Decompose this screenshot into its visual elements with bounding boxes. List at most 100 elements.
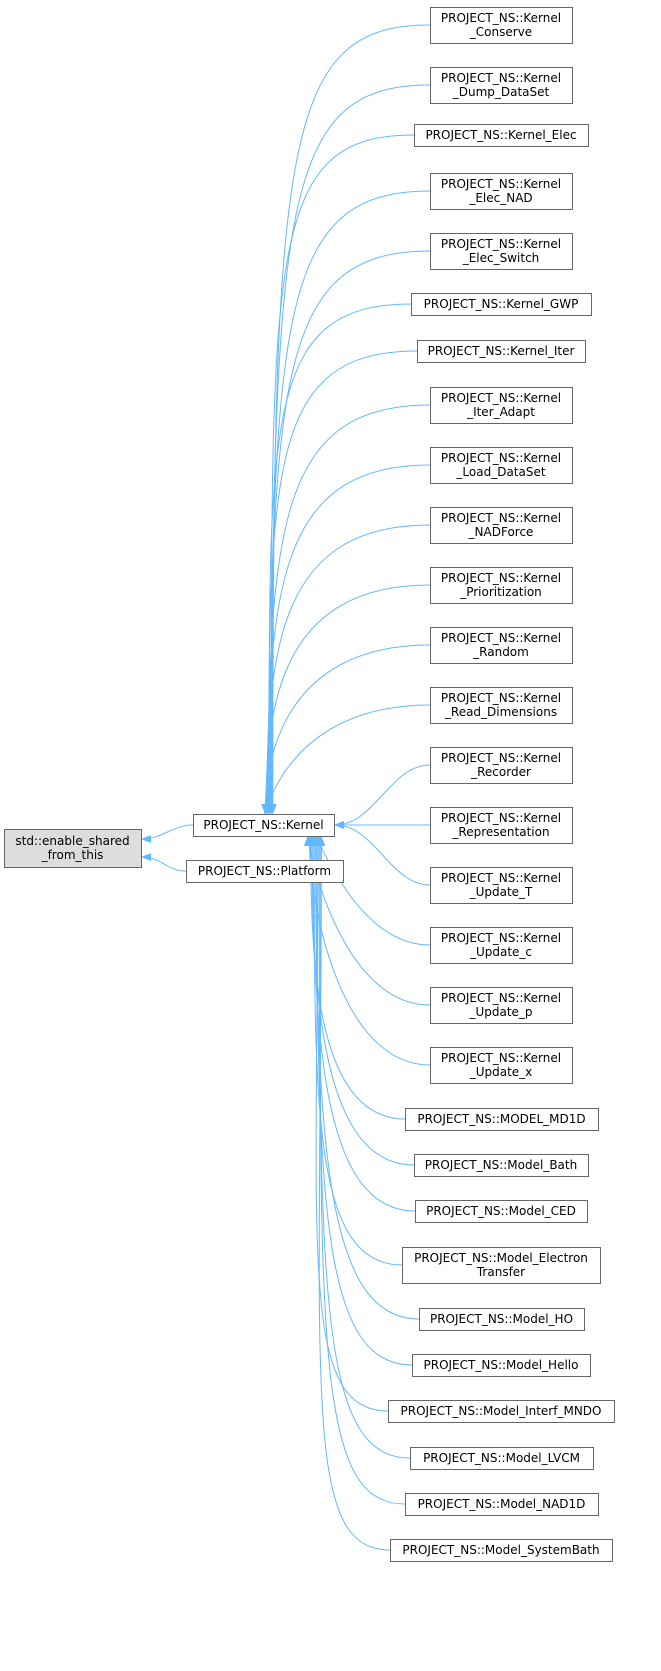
edge-project-ns-kernel-nadforce-to-kernel [262,524,431,814]
edge-project-ns-kernel-elec-switch-to-kernel [266,250,431,814]
node-project-ns-model-ho[interactable]: PROJECT_NS::Model_HO [419,1308,585,1331]
node-label: PROJECT_NS::Model_Interf_MNDO [401,1404,602,1418]
node-project-ns-kernel-random[interactable]: PROJECT_NS::Kernel_Random [430,627,573,664]
node-box [390,1539,613,1562]
node-box [430,233,573,270]
node-box [430,807,573,844]
node-project-ns-kernel-prioritization[interactable]: PROJECT_NS::Kernel_Prioritization [430,567,573,604]
node-label: PROJECT_NS::Kernel [441,691,561,705]
node-label: PROJECT_NS::Kernel [441,11,561,25]
edge-project-ns-kernel-random-to-kernel [261,644,431,814]
node-project-ns-model-md1d[interactable]: PROJECT_NS::MODEL_MD1D [405,1108,599,1131]
edge-project-ns-kernel-recorder-to-kernel [334,764,431,829]
node-project-ns-model-interf-mndo[interactable]: PROJECT_NS::Model_Interf_MNDO [388,1400,615,1423]
edge-project-ns-model-interf-mndo-to-kernel [313,836,389,1412]
node-box [414,124,589,147]
edge-project-ns-kernel-elec-nad-to-kernel [266,190,431,814]
node-box [414,1154,589,1177]
node-label: PROJECT_NS::Kernel [441,811,561,825]
edge-kernel-to-root [141,824,194,843]
node-project-ns-kernel-conserve[interactable]: PROJECT_NS::Kernel_Conserve [430,7,573,44]
node-project-ns-model-systembath[interactable]: PROJECT_NS::Model_SystemBath [390,1539,613,1562]
node-label: PROJECT_NS::Kernel [441,451,561,465]
node-label: PROJECT_NS::Kernel [441,1051,561,1065]
node-project-ns-platform[interactable]: PROJECT_NS::Platform [186,860,344,883]
node-box [430,747,573,784]
node-box [405,1108,599,1131]
node-box [402,1247,601,1284]
edge-project-ns-kernel-update-c-to-kernel [302,826,431,946]
node-project-ns-kernel-nadforce[interactable]: PROJECT_NS::Kernel_NADForce [430,507,573,544]
node-project-ns-kernel-elec-nad[interactable]: PROJECT_NS::Kernel_Elec_NAD [430,173,573,210]
node-label: PROJECT_NS::Model_HO [430,1312,573,1326]
node-label: PROJECT_NS::Kernel [441,71,561,85]
node-enable-shared-from-this[interactable]: std::enable_shared_from_this [4,829,142,868]
node-project-ns-kernel-dump-dataset[interactable]: PROJECT_NS::Kernel_Dump_DataSet [430,67,573,104]
node-label: PROJECT_NS::Kernel_Iter [428,344,575,358]
edge-project-ns-kernel-update-t-to-kernel [334,821,431,886]
edge-project-ns-model-ho-to-kernel [311,836,420,1320]
node-label: _Update_p [468,1005,532,1019]
node-label: PROJECT_NS::Kernel [441,931,561,945]
node-box [4,829,142,868]
edge-project-ns-kernel-conserve-to-kernel [268,24,431,814]
node-box [410,1447,594,1470]
node-box [430,687,573,724]
node-label: PROJECT_NS::Kernel [441,751,561,765]
node-label: PROJECT_NS::MODEL_MD1D [417,1112,585,1126]
node-label: _Random [472,645,529,659]
node-project-ns-kernel-representation[interactable]: PROJECT_NS::Kernel_Representation [430,807,573,844]
node-label: PROJECT_NS::Kernel [441,571,561,585]
node-project-ns-model-lvcm[interactable]: PROJECT_NS::Model_LVCM [410,1447,594,1470]
node-project-ns-model-ced[interactable]: PROJECT_NS::Model_CED [415,1200,588,1223]
node-label: PROJECT_NS::Kernel [441,631,561,645]
node-project-ns-kernel-update-c[interactable]: PROJECT_NS::Kernel_Update_c [430,927,573,964]
node-label: _from_this [41,848,104,862]
node-label: _Elec_NAD [468,191,532,205]
node-project-ns-kernel-update-t[interactable]: PROJECT_NS::Kernel_Update_T [430,867,573,904]
node-project-ns-kernel-update-x[interactable]: PROJECT_NS::Kernel_Update_x [430,1047,573,1084]
node-box [430,1047,573,1084]
node-label: PROJECT_NS::Kernel [441,391,561,405]
node-project-ns-kernel-gwp[interactable]: PROJECT_NS::Kernel_GWP [411,293,592,316]
node-box [430,987,573,1024]
node-project-ns-model-hello[interactable]: PROJECT_NS::Model_Hello [412,1354,591,1377]
edge-project-ns-model-systembath-to-kernel [317,836,391,1551]
node-box [388,1400,615,1423]
node-label: _Conserve [469,25,532,39]
edge-project-ns-model-md1d-to-kernel [306,836,406,1120]
node-project-ns-kernel-read-dimensions[interactable]: PROJECT_NS::Kernel_Read_Dimensions [430,687,573,724]
node-box [193,814,335,837]
node-label: PROJECT_NS::Model_Electron [414,1251,588,1265]
node-project-ns-kernel[interactable]: PROJECT_NS::Kernel [193,814,335,837]
node-project-ns-kernel-recorder[interactable]: PROJECT_NS::Kernel_Recorder [430,747,573,784]
node-project-ns-kernel-iter[interactable]: PROJECT_NS::Kernel_Iter [417,340,586,363]
edge-project-ns-kernel-iter-to-kernel [264,350,418,814]
node-project-ns-kernel-update-p[interactable]: PROJECT_NS::Kernel_Update_p [430,987,573,1024]
node-label: Transfer [476,1265,525,1279]
node-box [417,340,586,363]
node-label: _Prioritization [459,585,542,599]
node-project-ns-kernel-elec[interactable]: PROJECT_NS::Kernel_Elec [414,124,589,147]
node-box [430,867,573,904]
node-label: PROJECT_NS::Model_NAD1D [418,1497,586,1511]
node-box [411,293,592,316]
node-label: PROJECT_NS::Model_SystemBath [402,1543,599,1557]
node-project-ns-kernel-iter-adapt[interactable]: PROJECT_NS::Kernel_Iter_Adapt [430,387,573,424]
node-box [430,67,573,104]
node-box [430,447,573,484]
node-label: _Update_T [469,885,533,899]
node-box [430,7,573,44]
node-box [412,1354,591,1377]
node-project-ns-model-bath[interactable]: PROJECT_NS::Model_Bath [414,1154,589,1177]
edge-project-ns-kernel-prioritization-to-kernel [261,584,431,814]
node-project-ns-kernel-elec-switch[interactable]: PROJECT_NS::Kernel_Elec_Switch [430,233,573,270]
node-label: _Read_Dimensions [444,705,557,719]
node-project-ns-kernel-load-dataset[interactable]: PROJECT_NS::Kernel_Load_DataSet [430,447,573,484]
node-box [430,627,573,664]
node-project-ns-model-nad1d[interactable]: PROJECT_NS::Model_NAD1D [405,1493,599,1516]
node-label: _Recorder [470,765,531,779]
edge-project-ns-kernel-dump-dataset-to-kernel [268,84,431,814]
